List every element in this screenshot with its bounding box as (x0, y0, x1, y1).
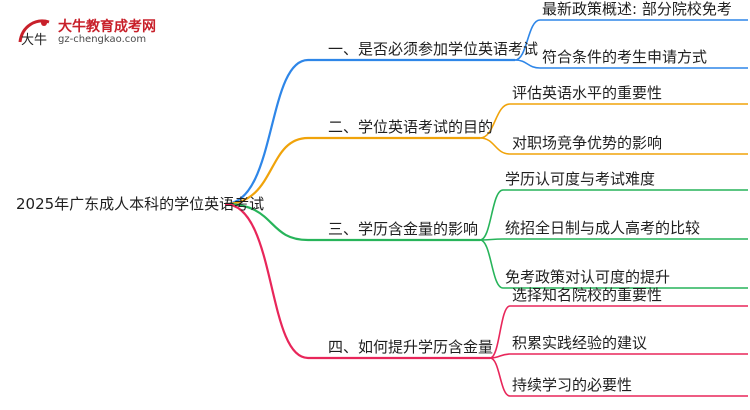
leaf-label: 持续学习的必要性 (512, 376, 633, 394)
branch-label: 一、是否必须参加学位英语考试 (328, 40, 539, 58)
leaf-edge (514, 59, 748, 69)
logo-site-url: gz-chengkao.com (58, 34, 147, 45)
leaf-edge (479, 239, 748, 289)
leaf-label: 选择知名院校的重要性 (512, 286, 663, 304)
leaf-label: 符合条件的考生申请方式 (542, 48, 708, 66)
leaf-edge (479, 189, 748, 241)
leaf-edge (479, 137, 748, 155)
site-logo[interactable]: 大牛 大牛教育成考网 gz-chengkao.com (14, 14, 164, 50)
branch-edge (224, 202, 490, 360)
leaf-edge (489, 357, 748, 397)
leaf-label: 积累实践经验的建议 (512, 334, 648, 352)
branch-label: 二、学位英语考试的目的 (328, 118, 494, 136)
leaf-label: 评估英语水平的重要性 (512, 84, 663, 102)
branch-edge (224, 58, 515, 206)
logo-mark-text: 大牛 (21, 33, 47, 48)
leaf-edge (489, 305, 748, 359)
root-topic: 2025年广东成人本科的学位英语考试 (16, 195, 265, 213)
leaf-label: 免考政策对认可度的提升 (505, 268, 671, 286)
leaf-edge (479, 238, 748, 241)
logo-site-name: 大牛教育成考网 (58, 19, 156, 35)
logo-mark-icon: 大牛 (18, 19, 50, 48)
leaf-label: 对职场竞争优势的影响 (512, 134, 663, 152)
branch-edge (224, 136, 480, 206)
leaf-label: 最新政策概述: 部分院校免考 (542, 0, 732, 18)
leaf-edge (489, 353, 748, 359)
leaf-edge (514, 19, 748, 61)
branch-edge (224, 202, 480, 242)
leaf-edge (479, 103, 748, 139)
branch-label: 三、学历含金量的影响 (328, 220, 479, 238)
branch-label: 四、如何提升学历含金量 (328, 338, 494, 356)
leaf-label: 统招全日制与成人高考的比较 (505, 219, 701, 237)
leaf-label: 学历认可度与考试难度 (505, 170, 656, 188)
